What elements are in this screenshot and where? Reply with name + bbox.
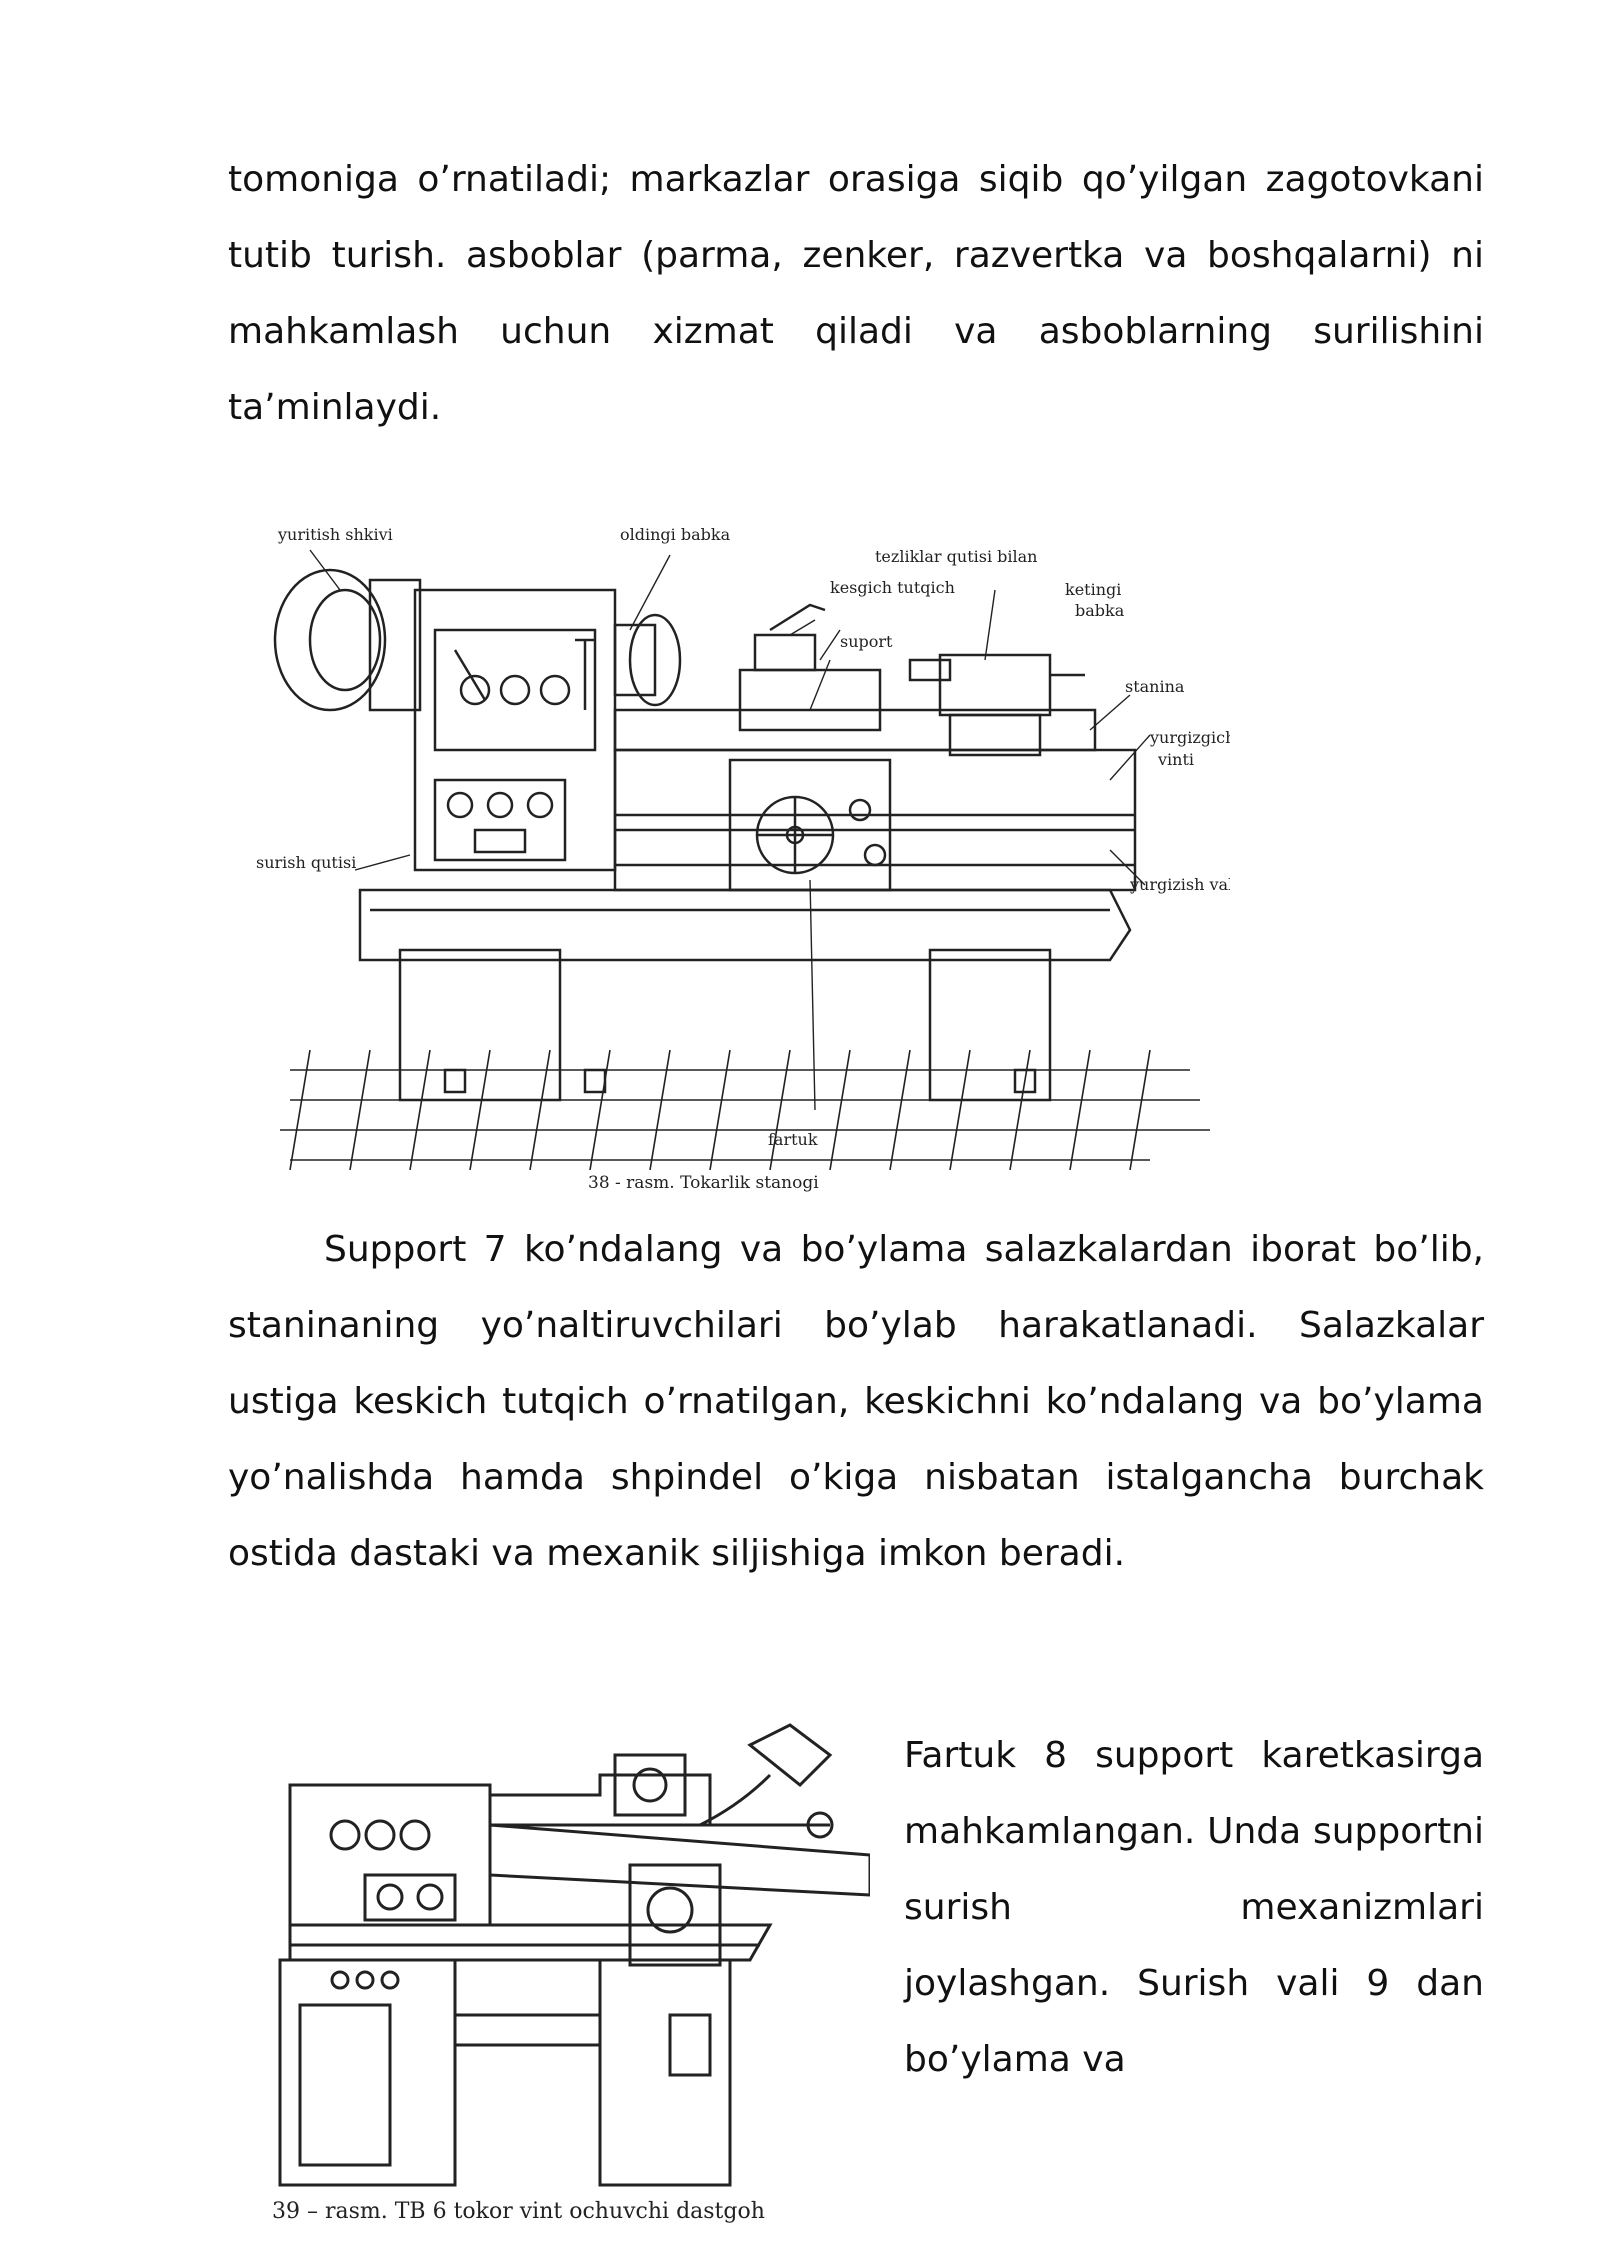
label-oldingi-babka: oldingi babka — [620, 525, 731, 544]
figure-38-caption: 38 - rasm. Tokarlik stanogi — [588, 1173, 819, 1193]
tb6-lathe-drawing — [278, 1723, 870, 2187]
paragraph-fartuk: Fartuk 8 support karetkasirga mahkamlang… — [904, 1735, 1484, 2080]
figure-39-caption: 39 – rasm. TB 6 tokor vint ochuvchi dast… — [272, 2199, 765, 2224]
label-yurgizish-vali: yurgizish vali — [1129, 875, 1230, 894]
label-suport: suport — [840, 632, 893, 651]
label-babka: babka — [1075, 601, 1125, 620]
paragraph-intro: tomoniga o’rnatiladi; markazlar orasiga … — [228, 159, 1484, 428]
label-stanina: stanina — [1125, 677, 1185, 696]
figure-39-lathe — [270, 1715, 870, 2195]
label-yurgizgich: yurgizgich — [1149, 728, 1230, 747]
label-tezliklar-qutisi: tezliklar qutisi bilan — [875, 547, 1037, 566]
lathe-drawing: yuritish shkivi oldingi babka tezliklar … — [256, 525, 1230, 1170]
label-ketingi: ketingi — [1065, 580, 1121, 599]
label-fartuk: fartuk — [768, 1130, 818, 1149]
label-vinti: vinti — [1157, 750, 1194, 769]
paragraph-support: Support 7 ko’ndalang va bo’ylama salazka… — [228, 1229, 1484, 1574]
label-surish-qutisi: surish qutisi — [256, 853, 356, 872]
label-yuritish-shkivi: yuritish shkivi — [277, 525, 393, 544]
label-kesgich-tutqich: kesgich tutqich — [830, 578, 955, 597]
figure-38-lathe: yuritish shkivi oldingi babka tezliklar … — [250, 510, 1230, 1170]
